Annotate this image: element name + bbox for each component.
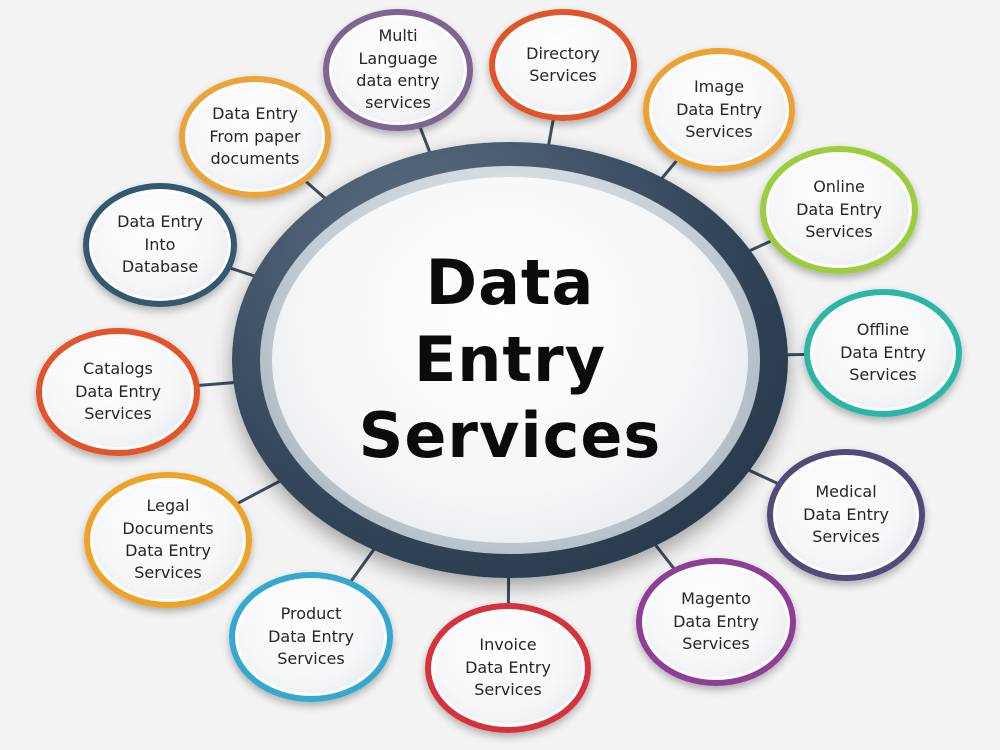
node-label: Invoice Data Entry Services: [465, 635, 551, 700]
hub-face: Data Entry Services: [272, 177, 748, 543]
node-offline: Offline Data Entry Services: [804, 289, 962, 417]
node-label: Multi Language data entry services: [356, 26, 440, 113]
node-medical: Medical Data Entry Services: [767, 449, 925, 581]
node-image: Image Data Entry Services: [643, 48, 795, 172]
node-label: Offline Data Entry Services: [840, 320, 926, 385]
hub-title-line-3: Services: [358, 399, 662, 473]
node-paper: Data Entry From paper documents: [179, 76, 331, 198]
node-legal: Legal Documents Data Entry Services: [84, 472, 252, 608]
node-invoice: Invoice Data Entry Services: [425, 603, 591, 733]
node-label: Catalogs Data Entry Services: [75, 359, 161, 424]
node-database: Data Entry Into Database: [83, 183, 237, 307]
node-multi-language: Multi Language data entry services: [323, 9, 473, 131]
hub-title: Data Entry Services: [359, 245, 662, 476]
node-product: Product Data Entry Services: [229, 572, 393, 702]
node-label: Magento Data Entry Services: [673, 589, 759, 654]
hub-title-line-2: Entry: [413, 322, 607, 396]
node-label: Data Entry Into Database: [117, 212, 203, 277]
node-label: Medical Data Entry Services: [803, 482, 889, 547]
node-catalogs: Catalogs Data Entry Services: [36, 328, 200, 456]
node-magento: Magento Data Entry Services: [636, 558, 796, 686]
hub-title-line-1: Data: [425, 245, 595, 319]
node-label: Product Data Entry Services: [268, 604, 354, 669]
node-label: Legal Documents Data Entry Services: [122, 496, 214, 583]
central-hub: Data Entry Services: [232, 142, 788, 578]
node-label: Data Entry From paper documents: [209, 104, 301, 169]
node-directory: Directory Services: [489, 9, 637, 121]
hub-ring: Data Entry Services: [260, 166, 760, 554]
node-online: Online Data Entry Services: [760, 146, 918, 274]
node-label: Directory Services: [526, 43, 600, 85]
node-label: Online Data Entry Services: [796, 177, 882, 242]
node-label: Image Data Entry Services: [676, 77, 762, 142]
